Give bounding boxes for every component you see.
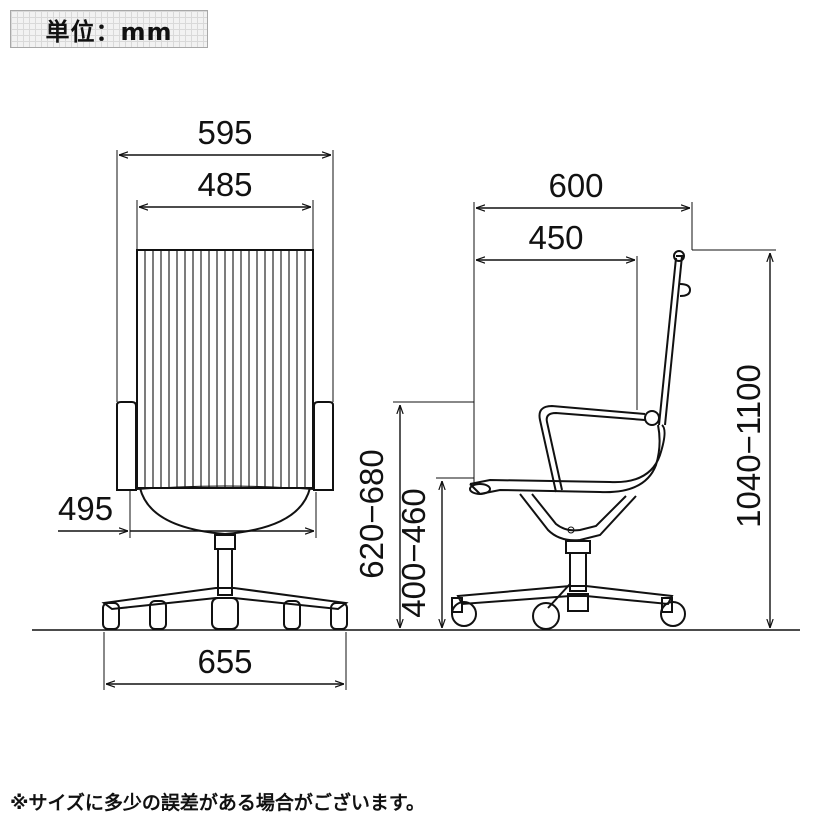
dim-seat-height: 400−460 xyxy=(395,488,432,617)
front-column-top xyxy=(214,534,236,550)
backrest-top-knob xyxy=(673,250,685,262)
unit-label: 単位：mm xyxy=(10,10,208,48)
front-seat-edge xyxy=(129,485,321,491)
side-seat-lower xyxy=(479,424,661,495)
tolerance-note: ※サイズに多少の誤差がある場合がございます。 xyxy=(10,792,426,814)
side-column xyxy=(569,552,587,592)
front-base xyxy=(101,587,349,611)
dim-base-width: 655 xyxy=(197,643,252,680)
dim-overall-depth: 600 xyxy=(548,167,603,204)
side-view: 600 450 1040−1100 620−680 400−460 xyxy=(353,167,776,630)
side-column-bottom xyxy=(567,593,589,612)
dim-seat-width: 495 xyxy=(58,490,113,527)
front-casters xyxy=(102,597,348,630)
seat-front-edge xyxy=(469,483,491,495)
front-seat xyxy=(138,487,312,536)
dim-overall-height: 1040−1100 xyxy=(730,364,767,528)
dim-overall-width: 595 xyxy=(197,114,252,151)
side-column-top xyxy=(565,540,591,554)
side-casters xyxy=(451,597,686,630)
front-armrest-left xyxy=(116,401,137,491)
front-column xyxy=(217,548,233,596)
armrest-pivot xyxy=(644,410,660,426)
dim-back-width: 485 xyxy=(197,166,252,203)
front-armrest-right xyxy=(313,401,334,491)
dim-armrest-height: 620−680 xyxy=(353,449,390,578)
side-armrest-inner xyxy=(545,411,646,491)
side-seat-upper xyxy=(469,424,666,485)
front-view: 595 485 495 655 xyxy=(58,114,349,690)
dim-seat-depth: 450 xyxy=(528,219,583,256)
backrest-handle xyxy=(679,283,692,297)
side-armrest-outer xyxy=(538,404,646,493)
side-backrest-inner xyxy=(658,257,677,426)
backrest-slats xyxy=(144,251,306,487)
side-backrest-outer xyxy=(664,255,684,426)
